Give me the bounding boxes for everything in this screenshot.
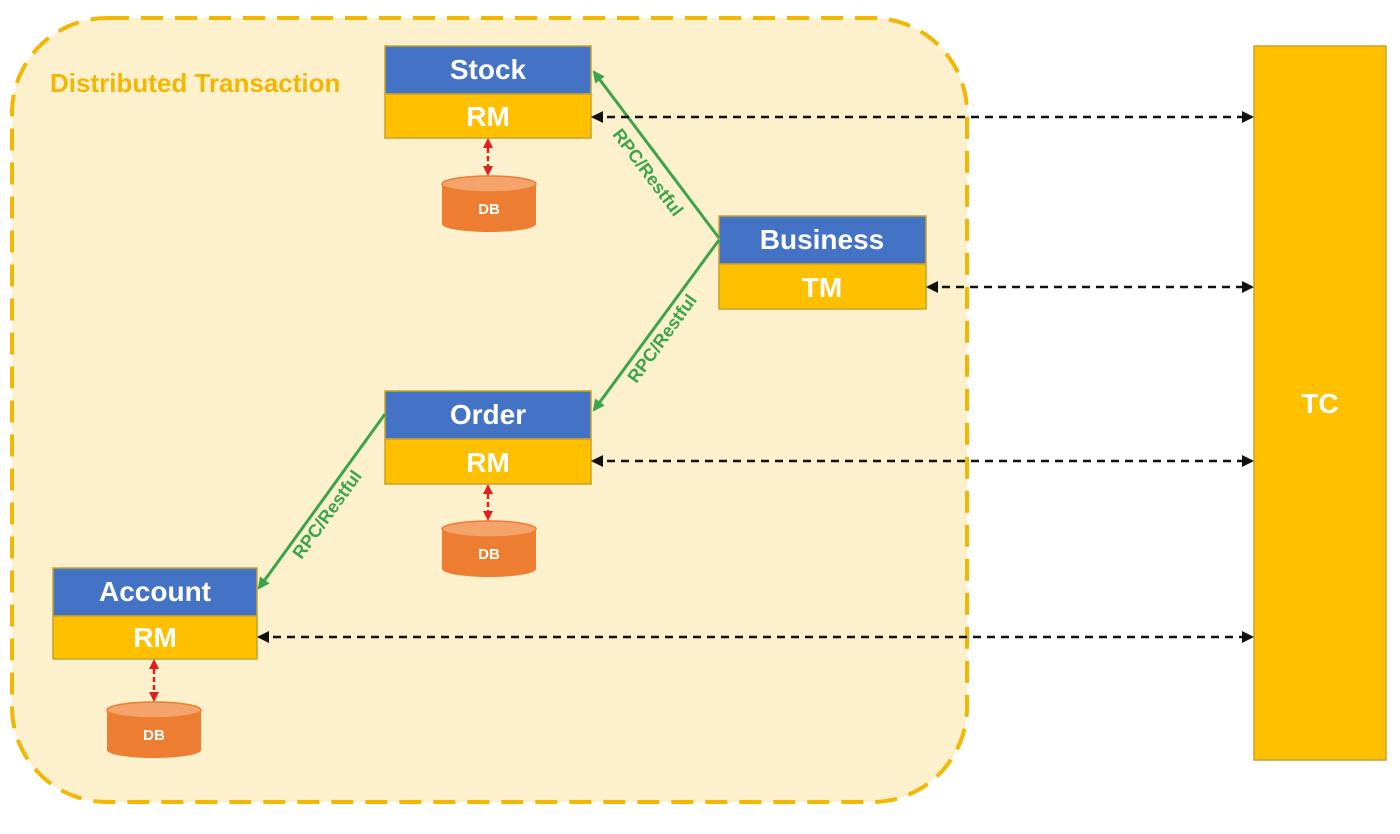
account-db-label: DB <box>143 727 165 744</box>
tc-label: TC <box>1301 388 1338 419</box>
stock-db-cylinder-icon: DB <box>441 175 537 232</box>
account-db-cylinder-icon: DB <box>106 701 202 758</box>
order-db-label: DB <box>478 546 500 563</box>
tc-coordinator: TC <box>1253 45 1387 761</box>
business-role: TM <box>802 272 842 303</box>
business-header <box>718 215 927 265</box>
order-service: Order RM <box>384 390 592 485</box>
business-name: Business <box>760 224 885 255</box>
business-service: Business TM <box>718 215 927 310</box>
business-to-order-arrow <box>592 239 721 412</box>
business-to-stock-arrow <box>592 70 721 239</box>
stock-role: RM <box>466 101 510 132</box>
region-title: Distributed Transaction <box>50 68 340 98</box>
business-role-box <box>718 263 927 310</box>
account-role: RM <box>133 622 177 653</box>
account-service: Account RM <box>52 567 258 660</box>
stock-db-label: DB <box>478 201 500 218</box>
order-role: RM <box>466 447 510 478</box>
stock-role-box <box>384 93 592 139</box>
order-db-cylinder-icon: DB <box>441 520 537 577</box>
stock-name: Stock <box>450 54 527 85</box>
account-name: Account <box>99 576 211 607</box>
order-role-box <box>384 438 592 485</box>
order-to-account-arrow <box>257 413 387 590</box>
account-header <box>52 567 258 617</box>
order-name: Order <box>450 399 526 430</box>
order-header <box>384 390 592 440</box>
stock-service: Stock RM <box>384 45 592 139</box>
